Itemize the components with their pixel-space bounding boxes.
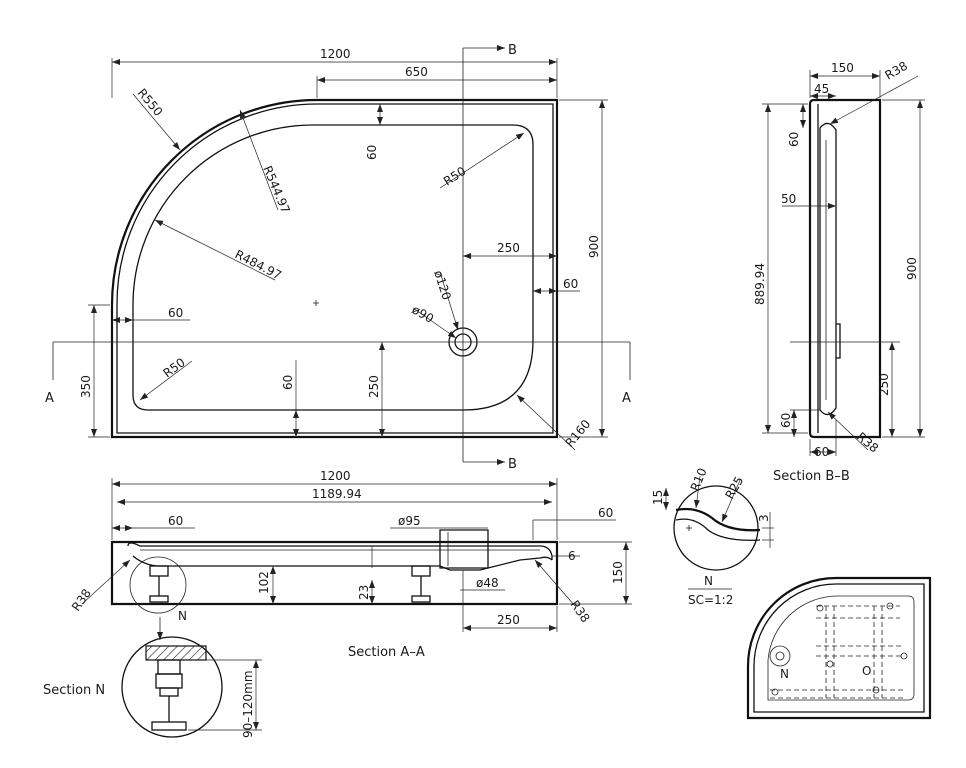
- detail-n-circle: [129, 556, 187, 614]
- dim-650: 650: [405, 65, 428, 79]
- section-b-bottom-label: B: [508, 457, 517, 472]
- section-b-title: Section B–B: [773, 469, 850, 484]
- a-n-label: N: [178, 609, 187, 623]
- n-dim-3: 3: [757, 514, 771, 522]
- a-dim-250: 250: [497, 613, 520, 627]
- a-dim-23: 23: [357, 585, 371, 600]
- b-dim-60-bottom: 60: [779, 413, 793, 428]
- dim-900: 900: [587, 235, 601, 258]
- underside-o-label: O: [862, 664, 871, 678]
- a-dim-d95: ø95: [398, 514, 421, 528]
- section-b-outline: [808, 98, 882, 439]
- detail-n-view: 15 R10 R25 3 N SC=1:2: [651, 466, 774, 607]
- a-dim-r38-left: R38: [69, 586, 94, 613]
- dim-250-v: 250: [367, 375, 381, 398]
- dim-1200: 1200: [320, 47, 351, 61]
- dim-60-bottom: 60: [281, 375, 295, 390]
- a-dim-1200: 1200: [320, 469, 351, 483]
- a-dim-60-right: 60: [598, 506, 613, 520]
- foot-left: [149, 565, 169, 577]
- n-dim-15: 15: [651, 490, 665, 505]
- dim-r50-bottom: R50: [161, 355, 188, 380]
- b-dim-900: 900: [905, 257, 919, 280]
- underside-n-label: N: [780, 667, 789, 681]
- section-a-title: Section A–A: [348, 645, 425, 660]
- b-dim-150: 150: [831, 61, 854, 75]
- n-dim-r10: R10: [688, 466, 710, 493]
- n-dim-r25: R25: [722, 474, 746, 501]
- tray-outer-outline: [110, 98, 559, 439]
- dim-60-right: 60: [563, 277, 578, 291]
- section-a-outline: [110, 540, 559, 606]
- foot-right: [411, 565, 431, 577]
- b-dim-60-under: 60: [814, 445, 829, 459]
- b-dim-50: 50: [781, 192, 796, 206]
- a-dim-60-left: 60: [168, 514, 183, 528]
- b-dim-r38-top: R38: [883, 59, 910, 83]
- foot-hatched-plate: [145, 645, 207, 661]
- section-b-top-label: B: [508, 43, 517, 58]
- section-n-title: Section N: [43, 683, 105, 698]
- tray-inner-basin: [132, 124, 534, 411]
- a-dim-6: 6: [568, 549, 576, 563]
- section-a-left-label: A: [45, 391, 54, 406]
- section-n-view: 90–120mm Section N: [43, 617, 262, 738]
- a-dim-102: 102: [257, 571, 271, 594]
- section-a-right-label: A: [622, 391, 631, 406]
- a-dim-150: 150: [611, 561, 625, 584]
- b-dim-889: 889.94: [753, 263, 767, 305]
- dim-r50-top: R50: [441, 164, 468, 189]
- section-b-view: 150 R38 45 60 50 889.94 900 250 60: [753, 59, 925, 484]
- b-dim-60-top: 60: [787, 132, 801, 147]
- b-dim-r38-bottom: R38: [854, 430, 881, 456]
- plan-view: A A B B 1200 650 R550 R544.97 R484.97 60…: [45, 43, 631, 472]
- dim-r544: R544.97: [260, 164, 293, 216]
- section-a-view: N 1200 1189.94 60 ø95 60 6 150 R38 102: [69, 469, 632, 660]
- b-dim-45: 45: [814, 82, 829, 96]
- dim-d90: ø90: [410, 302, 437, 325]
- a-dim-d48: ø48: [476, 576, 499, 590]
- dim-d120: ø120: [431, 269, 454, 302]
- a-dim-1189: 1189.94: [312, 487, 362, 501]
- detail-n-scale: SC=1:2: [688, 593, 733, 607]
- underside-view: N O: [746, 576, 932, 720]
- dim-250-h: 250: [497, 241, 520, 255]
- detail-n-label: N: [704, 574, 713, 588]
- dim-r484: R484.97: [233, 247, 284, 282]
- dim-60-left: 60: [168, 306, 183, 320]
- dim-r160: R160: [563, 417, 594, 450]
- dim-350: 350: [79, 375, 93, 398]
- dim-60-top: 60: [365, 145, 379, 160]
- tray-outer-rim: [116, 103, 554, 434]
- section-n-range: 90–120mm: [241, 670, 255, 738]
- b-dim-250: 250: [877, 373, 891, 396]
